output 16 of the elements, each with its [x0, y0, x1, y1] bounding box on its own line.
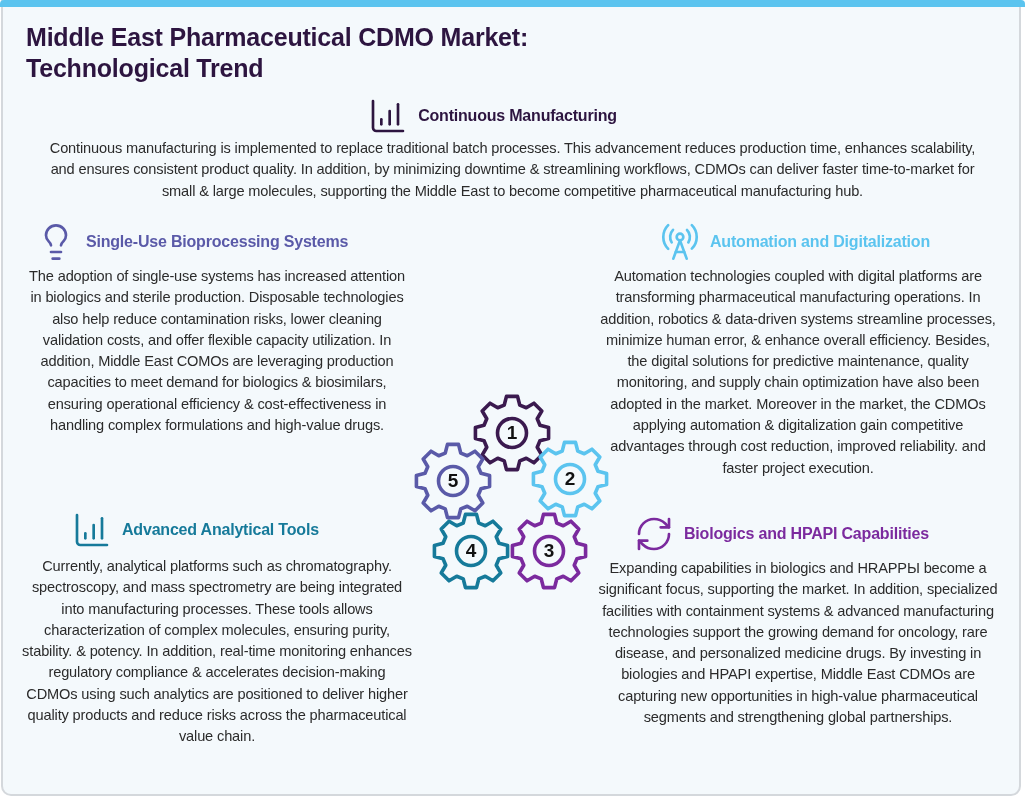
- step-number: 3: [543, 541, 555, 561]
- step-number: 5: [447, 471, 459, 491]
- section-text: Automation technologies coupled with digital platforms are transforming pharmaceutical manufacturing operations. In addition, robotics & data-driven systems streamline processes, minimize human error, & enhance overall efficiency. Besides, the digital solutions for predictive maintenance, quality monitoring, and supply chain optimization have also been adopted in the market. Moreover in the market, the CDMOs applying automation & digitalization gain competitive advantages through cost reduction, improved reliability. and faster project execution.: [599, 267, 997, 478]
- step-number: 2: [564, 469, 576, 489]
- step-number: 4: [465, 541, 477, 561]
- section-text: Expanding capabilities in biologics and HRAPPЫ become a significant focus, supporting the market. In addition, specialized facilities with containment systems & advanced manufacturing technologies support the growing demand for oncology, rare disease, and personalized medicine drugs. By investing in biologies and HPAPI expertise, Middle East CDMOs are capturing new opportunities in high-value pharmaceutical segments and strengthening global partnerships.: [598, 559, 998, 728]
- title: Middle East Pharmaceutical CDMO Market: Technological Trend: [26, 22, 530, 84]
- section-heading: Single-Use Bioprocessing Systems: [86, 233, 349, 251]
- section-text: Currently, analytical platforms such as chromatography. spectroscopy, and mass spectrometry are being integrated into manufacturing processes. These tools allows characterization of complex molecules, ensuring purity, stability. & potency. In addition, real-time monitoring enhances regulatory compliance & accelerates decision-making CDMOs using such analytics are positioned to deliver higher quality products and reduce risks across the pharmaceutical value chain.: [22, 557, 412, 747]
- section-heading: Continuous Manufacturing: [418, 107, 617, 125]
- section-heading: Biologics and HPAPI Capabilities: [684, 525, 929, 543]
- section-text: The adoption of single-use systems has increased attention in biologics and sterile production. Disposable technologies also help reduce contamination risks, lower cleaning validation costs, and offer flexible capacity utilization. In addition, Middle East COMOs are leveraging production capacities to meet demand for biologics & biosimilars, ensuring operational efficiency & cost-effectiveness in handling complex formulations and high-value drugs.: [28, 267, 406, 436]
- section-heading: Advanced Analytical Tools: [122, 521, 319, 539]
- section-heading: Automation and Digitalization: [710, 233, 930, 251]
- step-number: 1: [506, 423, 518, 443]
- section-text: Continuous manufacturing is implemented to replace traditional batch processes. This advancement reduces production time, enhances scalability, and ensures consistent product quality. In addition, by minimizing downtime & streamlining workflows, CDMOs can deliver faster time-to-market for small & large molecules, supporting the Middle East to become competitive pharmaceutical manufacturing hub.: [48, 139, 977, 201]
